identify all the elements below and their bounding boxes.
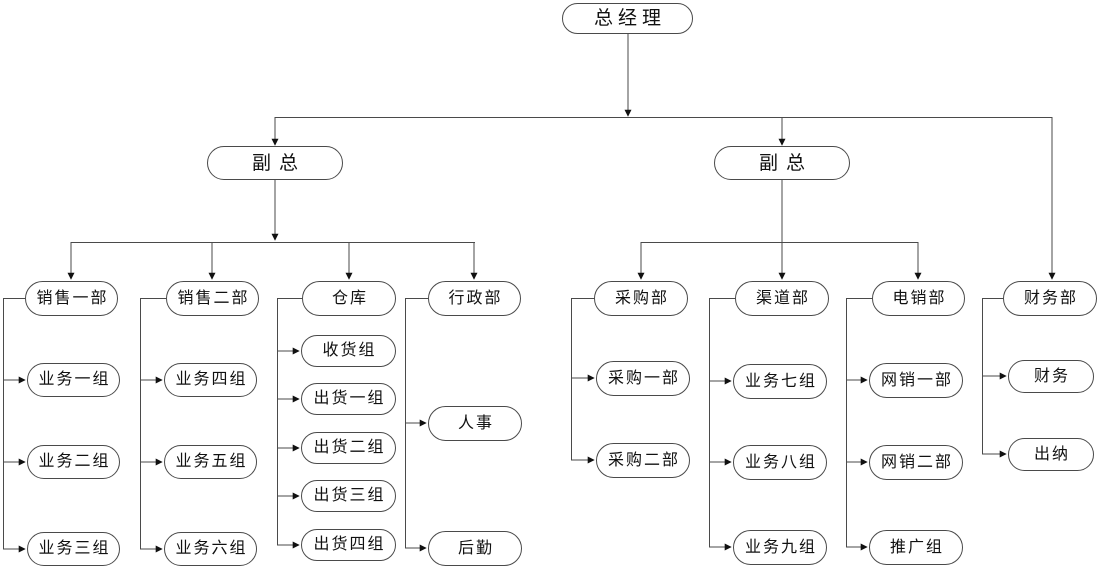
node-dept-telesales: 电销部: [872, 281, 965, 316]
node-group-promotion: 推广组: [869, 530, 963, 565]
node-group-online-sales-2: 网销二部: [869, 445, 963, 480]
node-vp-right: 副总: [714, 146, 850, 180]
node-group-online-sales-1: 网销一部: [869, 363, 963, 398]
node-group-shipping-4: 出货四组: [301, 529, 396, 561]
node-dept-channel: 渠道部: [735, 281, 829, 316]
node-group-business-2: 业务二组: [27, 445, 120, 479]
node-group-finance: 财务: [1008, 360, 1094, 393]
node-vp-left: 副总: [207, 146, 343, 180]
node-group-business-8: 业务八组: [733, 445, 827, 480]
node-dept-finance: 财务部: [1003, 281, 1097, 316]
node-group-shipping-2: 出货二组: [301, 432, 396, 464]
node-dept-sales-1: 销售一部: [25, 281, 118, 316]
node-group-business-5: 业务五组: [164, 445, 257, 479]
node-general-manager: 总经理: [562, 3, 693, 34]
node-group-shipping-3: 出货三组: [301, 480, 396, 512]
node-group-business-9: 业务九组: [733, 530, 827, 565]
node-dept-admin: 行政部: [428, 281, 521, 316]
node-group-cashier: 出纳: [1008, 438, 1094, 471]
node-group-business-6: 业务六组: [164, 532, 257, 566]
node-group-receiving: 收货组: [301, 335, 396, 367]
node-group-business-3: 业务三组: [27, 532, 120, 566]
node-group-business-7: 业务七组: [733, 364, 827, 399]
node-group-purchasing-1: 采购一部: [596, 361, 690, 396]
node-dept-purchasing: 采购部: [594, 281, 688, 316]
node-group-shipping-1: 出货一组: [301, 383, 396, 415]
node-group-purchasing-2: 采购二部: [596, 443, 690, 478]
node-group-business-1: 业务一组: [27, 363, 120, 397]
node-group-logistics: 后勤: [428, 531, 522, 566]
node-dept-warehouse: 仓库: [302, 281, 396, 316]
node-group-business-4: 业务四组: [164, 363, 257, 397]
node-group-hr: 人事: [428, 406, 522, 441]
node-dept-sales-2: 销售二部: [166, 281, 259, 316]
